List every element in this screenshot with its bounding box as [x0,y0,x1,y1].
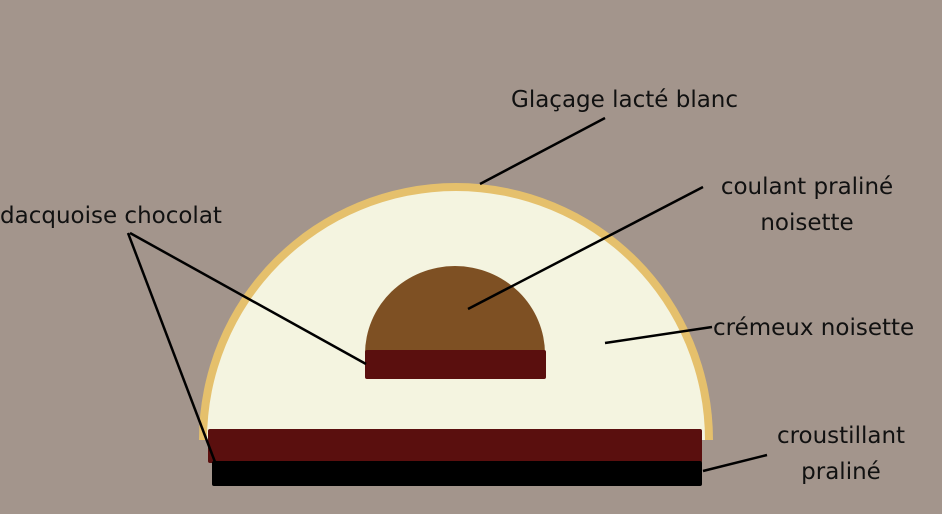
label-dacquoise: dacquoise chocolat [0,203,222,229]
coulant-leader [467,185,704,311]
label-croustillant: croustillant praliné [765,425,917,484]
small-dacquoise-layer [365,350,546,379]
glacage-leader [479,116,606,186]
dacquoise-leader-1 [129,231,367,366]
label-croustillant-line1: croustillant [776,423,906,449]
dacquoise-base-layer [208,429,702,463]
croustillant-leader [702,453,768,473]
label-coulant-line1: coulant praliné [720,174,894,200]
label-coulant: coulant praliné noisette [708,176,906,235]
leader-lines [126,116,768,473]
label-coulant-line2: noisette [760,210,854,236]
label-glacage: Glaçage lacté blanc [511,87,739,113]
cremeux-leader [604,325,713,345]
dacquoise-leader-2 [126,232,217,463]
coulant-insert [365,266,545,354]
label-croustillant-line2: praliné [801,459,881,485]
label-cremeux: crémeux noisette [713,315,915,341]
croustillant-layer [212,461,702,486]
